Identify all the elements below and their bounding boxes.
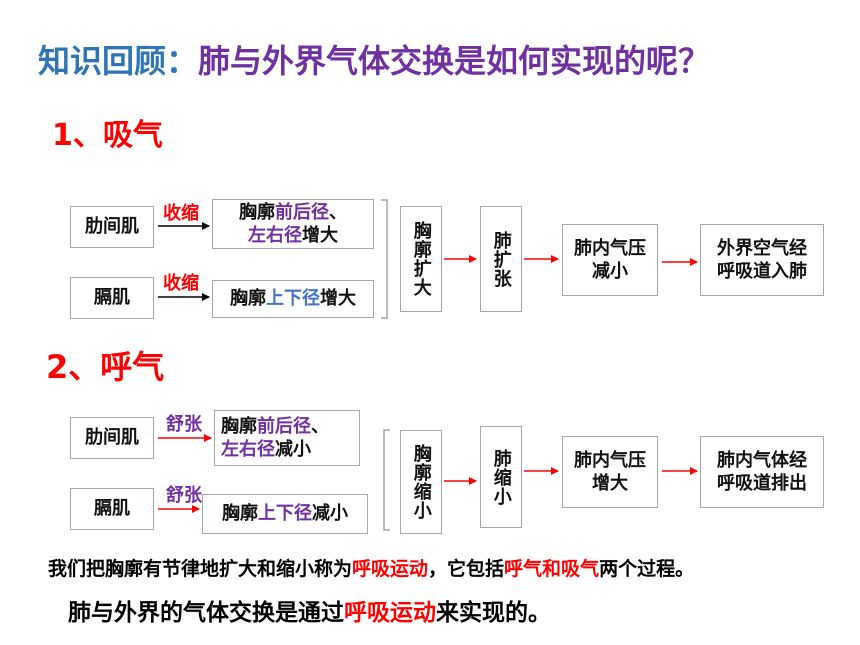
exhale-lung-box: 肺缩小 (480, 426, 522, 528)
inhale-lung-box: 肺扩张 (480, 206, 522, 312)
title-prefix: 知识回顾： (38, 42, 199, 80)
inhale-chest1-line2: 左右径增大 (248, 225, 338, 246)
inhale-chest-box-1: 胸廓前后径、 左右径增大 (212, 199, 374, 249)
exhale-chest1-line2: 左右径减小 (221, 439, 311, 460)
inhale-result-box: 外界空气经 呼吸道入肺 (700, 224, 824, 296)
exhale-relax-label-1: 舒张 (166, 414, 202, 435)
inhale-heading: 1、吸气 (52, 118, 163, 153)
exhale-bracket (383, 429, 390, 531)
summary-line-2: 肺与外界的气体交换是通过呼吸运动来实现的。 (68, 600, 551, 626)
inhale-contract-label-2: 收缩 (163, 273, 199, 294)
exhale-chest-box-1: 胸廓前后径、 左右径减小 (214, 410, 360, 466)
page-title: 知识回顾：肺与外界气体交换是如何实现的呢？ (38, 36, 710, 82)
title-question: 肺与外界气体交换是如何实现的呢？ (198, 42, 711, 80)
exhale-relax-label-2: 舒张 (166, 485, 202, 506)
inhale-chest1-line1: 胸廓前后径、 (239, 201, 347, 223)
inhale-pressure-box: 肺内气压 减小 (562, 224, 658, 296)
inhale-bracket (381, 199, 388, 319)
inhale-diaphragm-box: 膈肌 (70, 277, 154, 319)
summary-line-1: 我们把胸廓有节律地扩大和缩小称为呼吸运动，它包括呼气和吸气两个过程。 (48, 558, 695, 580)
exhale-chest1-line1: 胸廓前后径、 (221, 415, 329, 437)
exhale-thorax-box: 胸廓缩小 (400, 430, 442, 534)
exhale-intercostal-box: 肋间肌 (70, 417, 154, 459)
exhale-pressure-box: 肺内气压 增大 (562, 436, 658, 508)
exhale-diaphragm-box: 膈肌 (70, 488, 154, 530)
exhale-chest-box-2: 胸廓上下径减小 (202, 494, 368, 534)
inhale-thorax-box: 胸廓扩大 (400, 206, 442, 312)
inhale-chest-box-2: 胸廓上下径增大 (212, 280, 374, 318)
exhale-heading: 2、呼气 (46, 348, 165, 386)
exhale-result-box: 肺内气体经 呼吸道排出 (700, 436, 824, 508)
inhale-intercostal-box: 肋间肌 (70, 206, 154, 248)
inhale-contract-label-1: 收缩 (163, 203, 199, 224)
